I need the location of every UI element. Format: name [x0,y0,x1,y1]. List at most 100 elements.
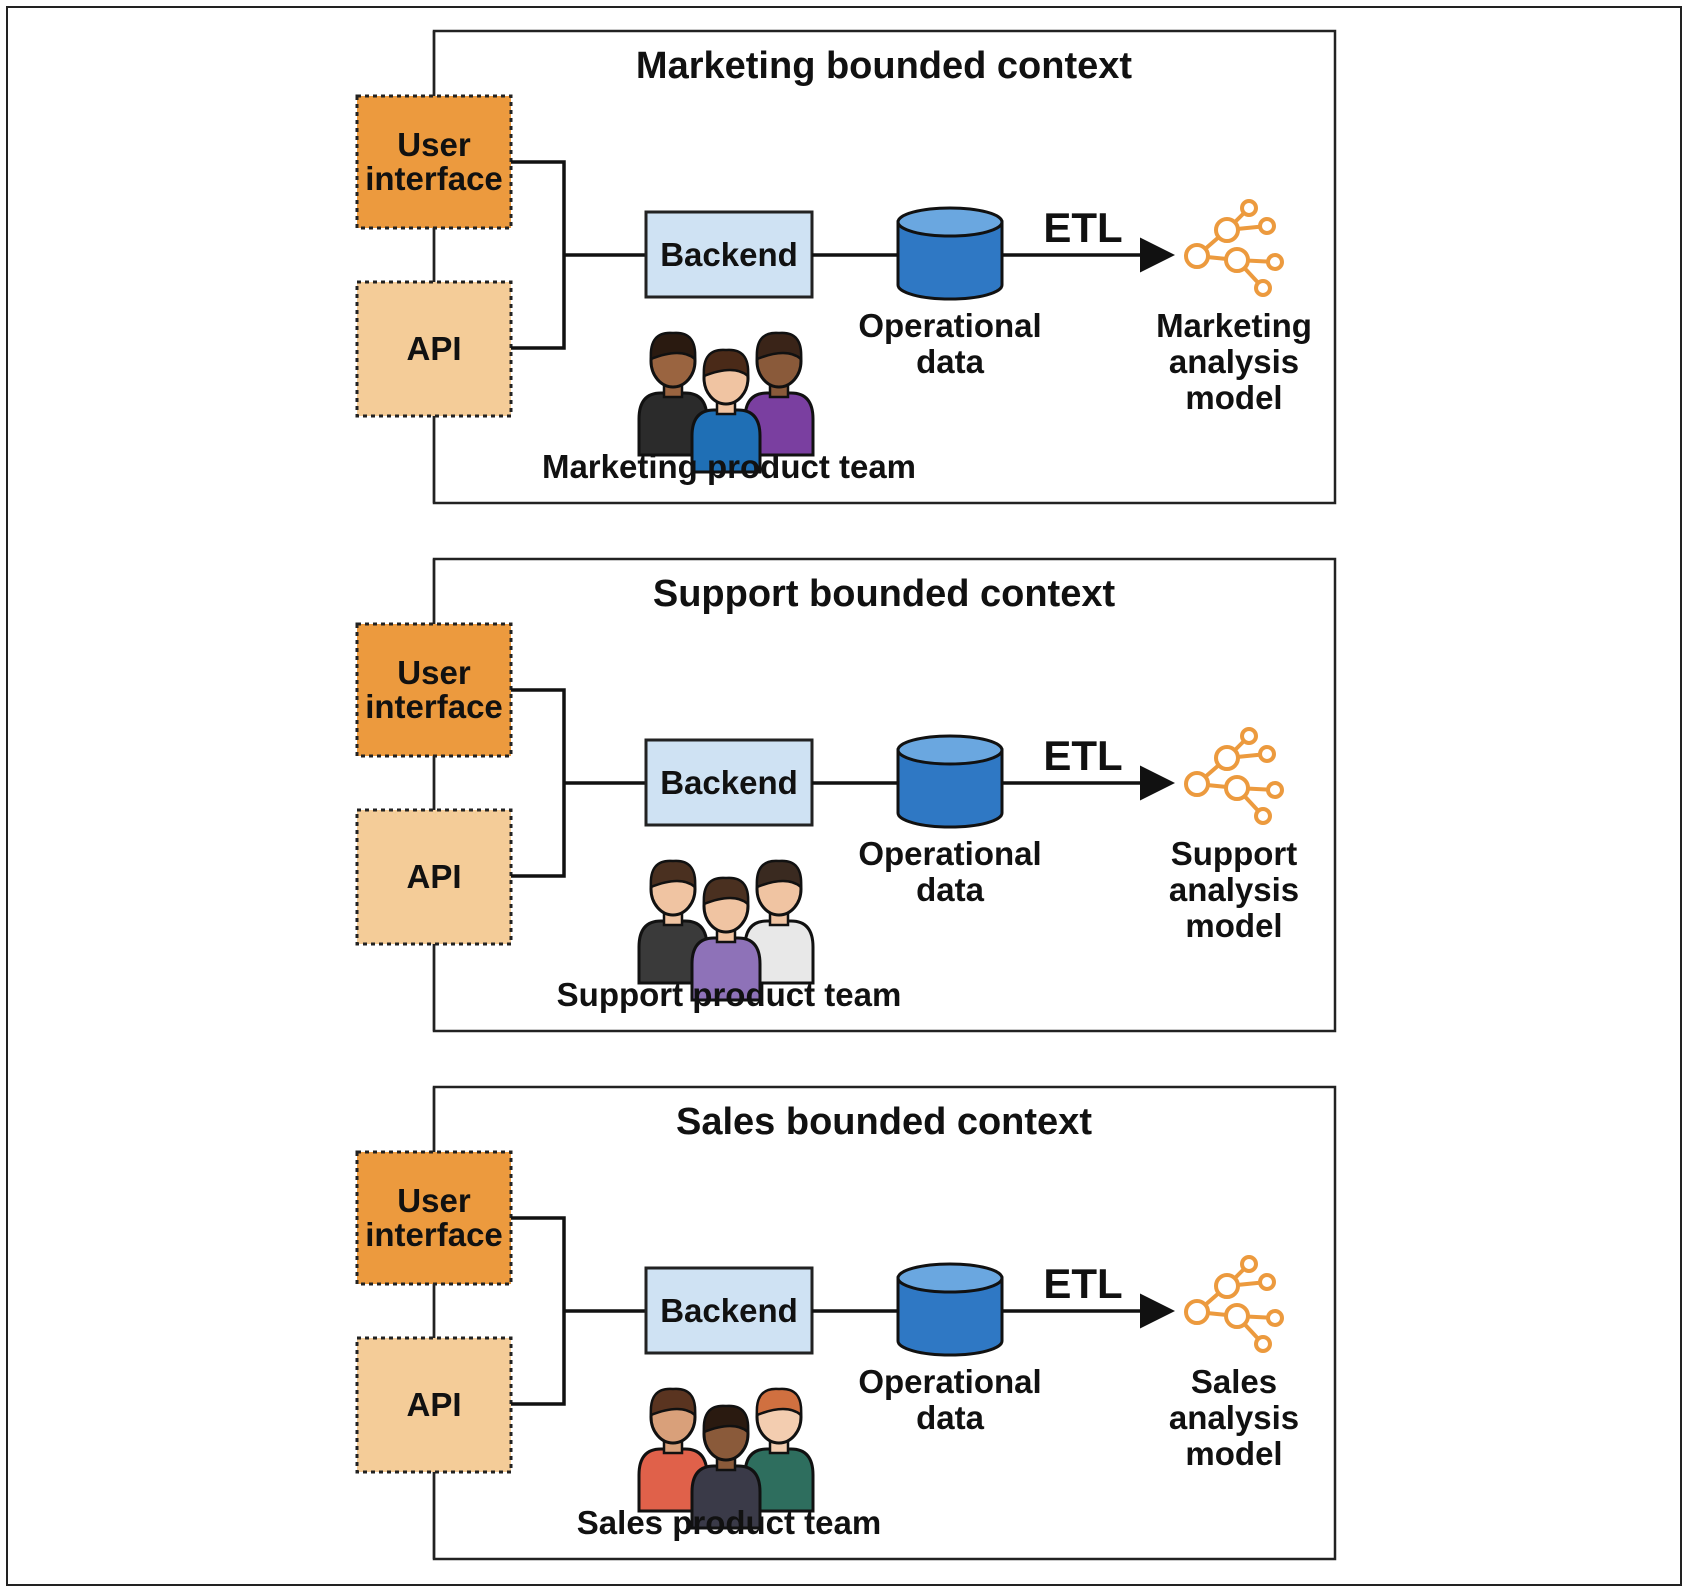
graph-node [1224,1303,1250,1329]
graph-node [1266,1309,1284,1327]
team-member-left [637,1387,709,1513]
db-label-line-2: data [916,1399,985,1436]
api-box [355,280,513,418]
team-member-left-hair [649,1387,697,1418]
user-interface-label-line-2: interface [365,1216,503,1253]
team-member-right-body [743,1447,815,1513]
team-member-right [743,1387,815,1513]
database-cylinder-icon [896,1262,1004,1357]
backend-box [644,210,814,299]
api-box [355,1336,513,1474]
team-member-left-hair [649,331,697,362]
db-top [896,206,1004,238]
graph-node [1266,781,1284,799]
user-interface-label-line-1: User [397,126,471,163]
analysis-model-label-line-2: analysis [1169,1399,1299,1436]
backend-label: Backend [660,1292,798,1329]
database-cylinder-icon [896,206,1004,301]
graph-node [1258,745,1276,763]
team-member-center [690,876,762,1002]
db-body [896,220,1004,301]
graph-node [1258,217,1276,235]
network-graph-icon [1184,199,1284,297]
graph-node [1214,1273,1240,1299]
team-member-right-hair [755,859,803,890]
analysis-model-label-line-1: Support [1171,835,1297,872]
team-member-right [743,859,815,985]
team-member-right-body [743,919,815,985]
context-box [432,557,1337,1033]
graph-node [1224,247,1250,273]
team-member-center-hair [702,876,750,907]
people-group-icon [637,1387,815,1530]
user-interface-label-line-1: User [397,1182,471,1219]
db-body [896,1276,1004,1357]
team-member-center-body [690,936,762,1002]
backend-box [644,1266,814,1355]
etl-label: ETL [1043,732,1122,779]
graph-node [1266,253,1284,271]
figure-frame [6,6,1682,1586]
graph-node [1254,1335,1272,1353]
backend-box [644,738,814,827]
context-title: Support bounded context [653,573,1116,615]
ui-api-connector [511,160,646,350]
db-label-line-1: Operational [858,1363,1041,1400]
graph-node [1184,243,1210,269]
analysis-model-label-line-2: analysis [1169,343,1299,380]
analysis-model-label-line-2: analysis [1169,871,1299,908]
team-member-center-body [690,1464,762,1530]
graph-node [1254,279,1272,297]
context-box [432,1085,1337,1561]
team-member-right-hair [755,331,803,362]
ui-api-connector [511,688,646,878]
analysis-model-label-line-3: model [1185,907,1282,944]
db-label-line-2: data [916,871,985,908]
team-member-center [690,1404,762,1530]
network-graph-icon [1184,727,1284,825]
etl-label: ETL [1043,204,1122,251]
team-member-left-hair [649,859,697,890]
db-top [896,734,1004,766]
user-interface-box [355,622,513,758]
team-member-center-hair [702,1404,750,1435]
team-member-center-hair [702,348,750,379]
user-interface-box [355,1150,513,1286]
api-box [355,808,513,946]
db-label-line-1: Operational [858,835,1041,872]
context-title: Sales bounded context [676,1101,1092,1143]
people-group-icon [637,859,815,1002]
team-label: Sales product team [577,1504,881,1541]
analysis-model-label-line-3: model [1185,1435,1282,1472]
api-label: API [406,330,461,367]
api-label: API [406,858,461,895]
team-member-right-hair [755,1387,803,1418]
analysis-model-label-line-1: Marketing [1156,307,1312,344]
team-member-right [743,331,815,457]
ui-api-connector [511,1216,646,1406]
context-box [432,29,1337,505]
db-top [896,1262,1004,1294]
db-label-line-2: data [916,343,985,380]
user-interface-label-line-2: interface [365,160,503,197]
db-body [896,748,1004,829]
team-label: Support product team [557,976,902,1013]
network-graph-icon [1184,1255,1284,1353]
backend-label: Backend [660,764,798,801]
graph-node [1184,1299,1210,1325]
team-member-center-body [690,408,762,474]
analysis-model-label-line-1: Sales [1191,1363,1277,1400]
user-interface-label-line-2: interface [365,688,503,725]
team-label: Marketing product team [542,448,916,485]
db-label-line-1: Operational [858,307,1041,344]
graph-node [1240,199,1258,217]
backend-label: Backend [660,236,798,273]
graph-node [1240,1255,1258,1273]
user-interface-label-line-1: User [397,654,471,691]
graph-node [1240,727,1258,745]
graph-node [1258,1273,1276,1291]
etl-label: ETL [1043,1260,1122,1307]
team-member-right-body [743,391,815,457]
